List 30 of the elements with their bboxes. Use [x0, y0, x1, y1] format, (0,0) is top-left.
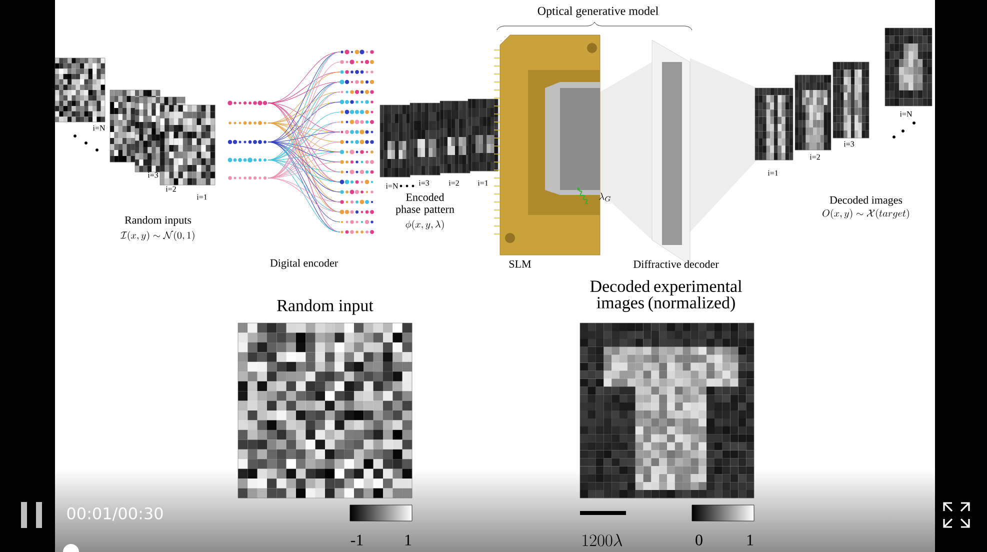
- index-label: i=3: [844, 141, 854, 147]
- caption-text: Random inputs: [124, 216, 192, 226]
- tick-label: 1: [747, 534, 754, 546]
- panel-title: Random input: [277, 299, 374, 315]
- index-label: i=2: [448, 180, 459, 186]
- caption-text: Diffractive decoder: [634, 260, 719, 268]
- formula: $O(x,y)\sim\mathcal{X}(target)$: [822, 209, 909, 220]
- formula: $\mathcal{I}(x,y)\sim\mathcal{N}(0,1)$: [120, 230, 194, 242]
- scale-label: $1200\lambda$: [582, 534, 622, 546]
- index-label: i=1: [196, 194, 207, 200]
- index-label: i=3: [418, 180, 430, 186]
- time-display: 00:01/00:30: [67, 507, 163, 521]
- index-label: i=N: [386, 183, 398, 189]
- caption-text: Decoded images: [830, 196, 902, 206]
- caption-text: SLM: [509, 260, 531, 268]
- tick-label: -1: [350, 534, 363, 546]
- bracket-label: Optical generative model: [538, 6, 658, 18]
- index-label: i=1: [768, 170, 778, 176]
- panel-title: Decoded experimental images (normalized): [590, 280, 742, 312]
- index-label: i=2: [810, 154, 820, 160]
- caption-text: Digital encoder: [270, 259, 338, 269]
- tick-label: 0: [696, 534, 702, 546]
- formula: $\phi(x,y,\lambda)$: [406, 220, 444, 230]
- index-label: i=1: [478, 180, 488, 186]
- index-label: i=3: [148, 172, 158, 178]
- caption-text: Encoded phase pattern: [396, 193, 454, 216]
- tick-label: 1: [405, 534, 412, 546]
- index-label: i=2: [166, 186, 176, 192]
- index-label: i=N: [92, 125, 106, 131]
- index-label: i=N: [900, 111, 912, 117]
